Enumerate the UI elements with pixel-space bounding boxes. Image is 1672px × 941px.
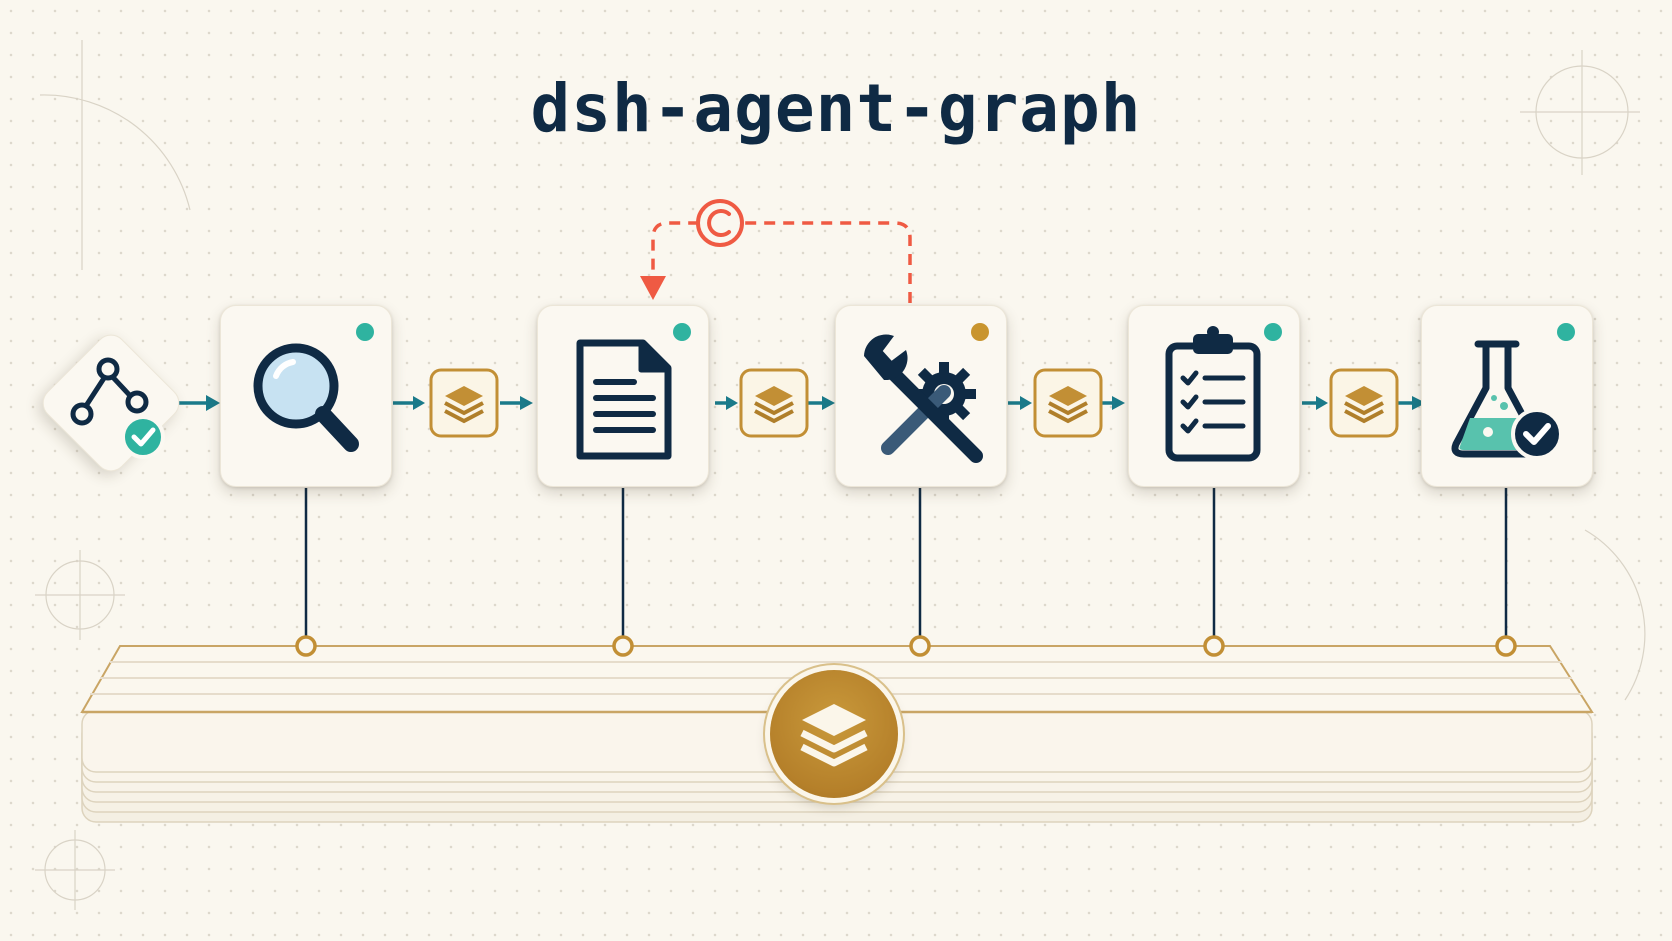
store-connectors bbox=[304, 488, 1508, 638]
flow-arrows bbox=[176, 395, 1426, 411]
node-checklist[interactable] bbox=[1128, 305, 1300, 487]
handoff-chip-2 bbox=[739, 368, 809, 438]
node-test[interactable] bbox=[1421, 305, 1593, 487]
handoff-chip-3 bbox=[1033, 368, 1103, 438]
handoff-chip-4 bbox=[1329, 368, 1399, 438]
handoff-chips bbox=[429, 368, 1399, 438]
decor-crosshairs bbox=[35, 40, 1646, 910]
layers-icon bbox=[800, 704, 868, 767]
status-dot-green bbox=[1264, 323, 1282, 341]
flask-check-icon bbox=[1451, 340, 1563, 460]
loop-icon bbox=[696, 199, 744, 247]
status-dot-amber bbox=[971, 323, 989, 341]
store-badge[interactable] bbox=[770, 670, 898, 798]
status-dot-green bbox=[356, 323, 374, 341]
node-tools[interactable] bbox=[835, 305, 1007, 487]
document-icon bbox=[576, 339, 672, 460]
node-document[interactable] bbox=[537, 305, 709, 487]
status-dot-green bbox=[1557, 323, 1575, 341]
wrench-gear-icon bbox=[864, 334, 983, 463]
status-dot-green bbox=[673, 323, 691, 341]
loop-back-arrow bbox=[640, 199, 912, 303]
handoff-chip-1 bbox=[429, 368, 499, 438]
magnifier-icon bbox=[253, 343, 359, 452]
node-search[interactable] bbox=[220, 305, 392, 487]
store-attach-points bbox=[295, 635, 1517, 657]
clipboard-checklist-icon bbox=[1165, 326, 1261, 462]
diagram-title: dsh-agent-graph bbox=[530, 70, 1142, 147]
